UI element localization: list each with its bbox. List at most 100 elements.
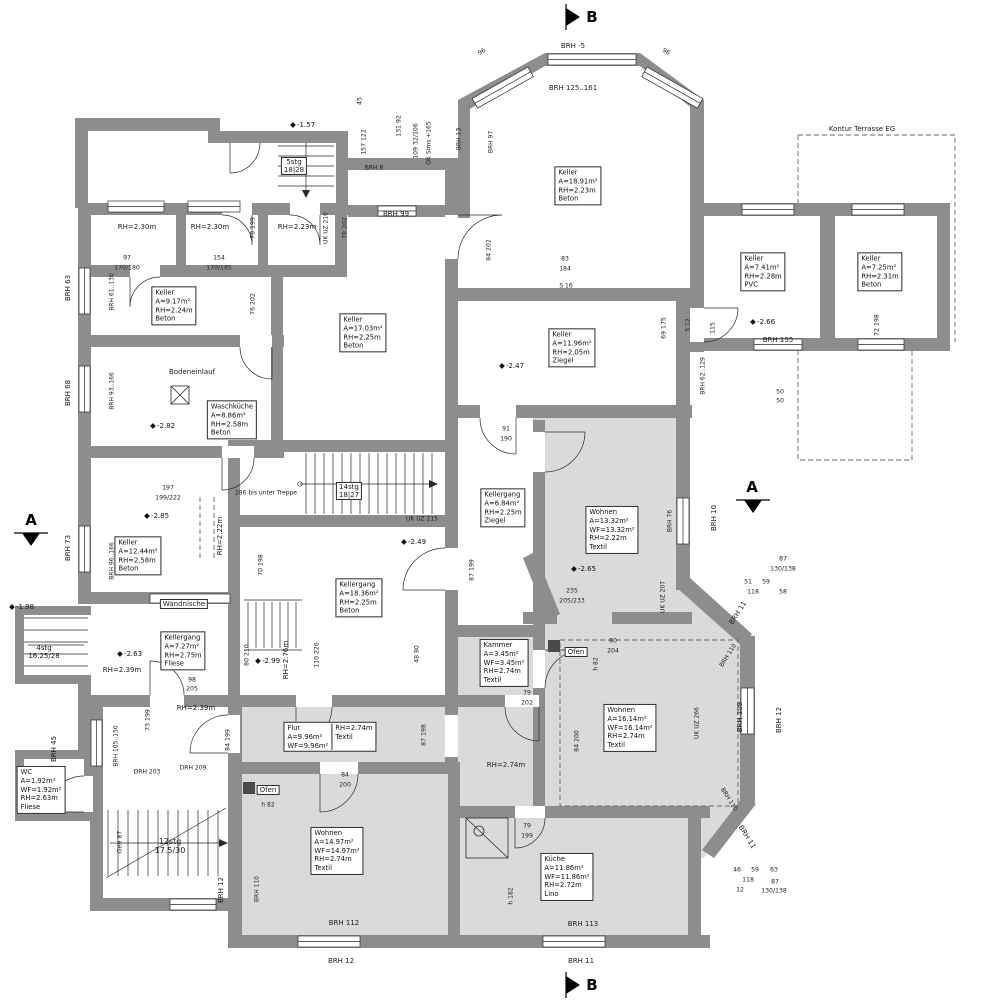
- text-label: UK UZ 207: [659, 581, 667, 613]
- text-label: BRH 93..166: [108, 372, 116, 410]
- room-label: Waschküche A=8.86m² RH=2.58m Beton: [206, 400, 258, 440]
- elevation-value: -2.66: [756, 318, 776, 326]
- text-label: UK UZ 216: [322, 212, 330, 244]
- text-label: h 82: [592, 657, 600, 671]
- text-label: BRH 109: [735, 701, 744, 733]
- elevation-marker: -2.49: [401, 538, 427, 546]
- dimension-label: 84: [341, 771, 349, 779]
- section-marker-flags: [14, 4, 770, 998]
- dashed-contours: [199, 134, 956, 807]
- dimension-label: 98: [188, 676, 196, 684]
- text-label: BRH 45: [49, 735, 58, 763]
- dimension-label: 59: [762, 578, 770, 586]
- text-label: BRH 110: [718, 642, 739, 669]
- dimension-label: 87: [771, 878, 779, 886]
- text-label: h 82: [261, 801, 275, 809]
- dimension-label: 170/185: [206, 264, 232, 272]
- stair-treads: [24, 143, 436, 879]
- elevation-value: -1.98: [15, 603, 35, 611]
- dimension-label: 78 199: [249, 217, 257, 239]
- dimension-label: 97: [123, 254, 131, 262]
- dimension-label: 72 198: [873, 314, 881, 336]
- dimension-label: 76 202: [249, 293, 257, 315]
- dimension-label: 205/233: [559, 597, 585, 605]
- chimney-icon: [548, 640, 560, 652]
- elevation-symbol-icon: [750, 319, 756, 325]
- dimension-label: 87: [779, 555, 787, 563]
- dimension-label: 205: [186, 685, 198, 693]
- text-label: BRH 13: [455, 127, 463, 151]
- dimension-label: 84 200: [573, 730, 581, 752]
- text-label: BRH 12: [327, 956, 355, 965]
- room-label: Keller A=17.03m² RH=2.25m Beton: [339, 313, 387, 353]
- text-label: S 16: [559, 282, 573, 290]
- elevation-symbol-icon: [290, 122, 296, 128]
- dimension-label: 170/180: [114, 264, 140, 272]
- section-flag-a-left: [14, 532, 48, 546]
- dimension-label: 96: [660, 46, 672, 58]
- dimension-label: 63: [770, 866, 778, 874]
- text-label: UK UZ 266: [693, 707, 701, 739]
- text-label: BRH 12: [774, 706, 783, 734]
- dimension-label: 115: [709, 322, 717, 334]
- text-label: OK Sims +165: [425, 121, 433, 165]
- text-label: BRH 105..150: [112, 725, 120, 767]
- text-label: 286 bis unter Treppe: [234, 489, 298, 497]
- text-label: BRH 97: [487, 130, 495, 154]
- room-label: Keller A=12.44m² RH=2.58m Beton: [114, 536, 162, 576]
- elevation-marker: -2.65: [571, 565, 597, 573]
- stair-arrowheads: [219, 190, 438, 847]
- dimension-label: 118: [742, 876, 754, 884]
- dimension-label: 50: [776, 388, 784, 396]
- symbols: [170, 385, 560, 859]
- room-label: Küche A=11.86m² WF=11.86m² RH=2.72m Lino: [540, 852, 594, 902]
- dimension-label: 154: [213, 254, 225, 262]
- dimension-label: 190: [500, 435, 512, 443]
- room-label: WC A=1.92m² WF=1.92m² RH=2.63m Fliese: [16, 765, 66, 815]
- chimney-icon: [243, 782, 255, 794]
- dimension-label: 79: [523, 689, 531, 697]
- elevation-symbol-icon: [571, 566, 577, 572]
- text-label: BRH 63: [63, 274, 72, 302]
- elevation-marker: -2.99: [255, 657, 280, 665]
- dimension-label: 235: [566, 587, 578, 595]
- section-flag-b-bottom: [565, 972, 580, 998]
- dimension-label: 51: [744, 578, 752, 586]
- elevation-value: -2.49: [407, 538, 427, 546]
- text-label: BRH 99: [382, 209, 410, 218]
- elevation-symbol-icon: [9, 604, 15, 610]
- dimension-label: 84 202: [485, 239, 493, 261]
- dimension-label: 109 32/106: [412, 123, 420, 159]
- text-label: BRH 11: [736, 823, 758, 851]
- text-label: BRH -5: [560, 41, 586, 50]
- text-label: BRH 112: [328, 918, 360, 927]
- text-label: RH=2.23m: [277, 222, 317, 231]
- text-label: BRH 11: [727, 599, 749, 627]
- room-label: Kammer A=3.45m² WF=3.45m² RH=2.74m Texti…: [479, 638, 529, 688]
- dimension-label: 78 202: [341, 217, 349, 239]
- dimension-label: 80 210: [243, 644, 251, 666]
- elevation-value: -2.85: [150, 512, 170, 520]
- dimension-label: 200: [339, 781, 351, 789]
- elevation-symbol-icon: [150, 423, 156, 429]
- elevation-marker: -1.57: [290, 121, 315, 129]
- dimension-label: 87 198: [420, 724, 428, 746]
- room-label: Wohnen A=14.97m² WF=14.97m² RH=2.74m Tex…: [310, 826, 364, 876]
- dimension-label: 118: [747, 588, 759, 596]
- elevation-value: -2.82: [156, 422, 176, 430]
- dimension-label: 48 80: [413, 645, 421, 663]
- dimension-label: 130/138: [761, 887, 787, 895]
- room-label: Keller A=11.96m² RH=2.05m Ziegel: [548, 328, 596, 368]
- door-openings: [84, 203, 704, 818]
- dimension-label: 46: [733, 866, 741, 874]
- dimension-label: 131 92: [395, 115, 403, 137]
- dimension-label: 202: [521, 699, 533, 707]
- elevation-symbol-icon: [117, 651, 123, 657]
- text-label: BRH 10: [709, 504, 718, 532]
- text-label: h 182: [507, 887, 515, 905]
- elevation-marker: -1.98: [9, 603, 35, 611]
- text-label: DRH 209: [179, 764, 207, 772]
- elevation-value: -2.65: [577, 565, 597, 573]
